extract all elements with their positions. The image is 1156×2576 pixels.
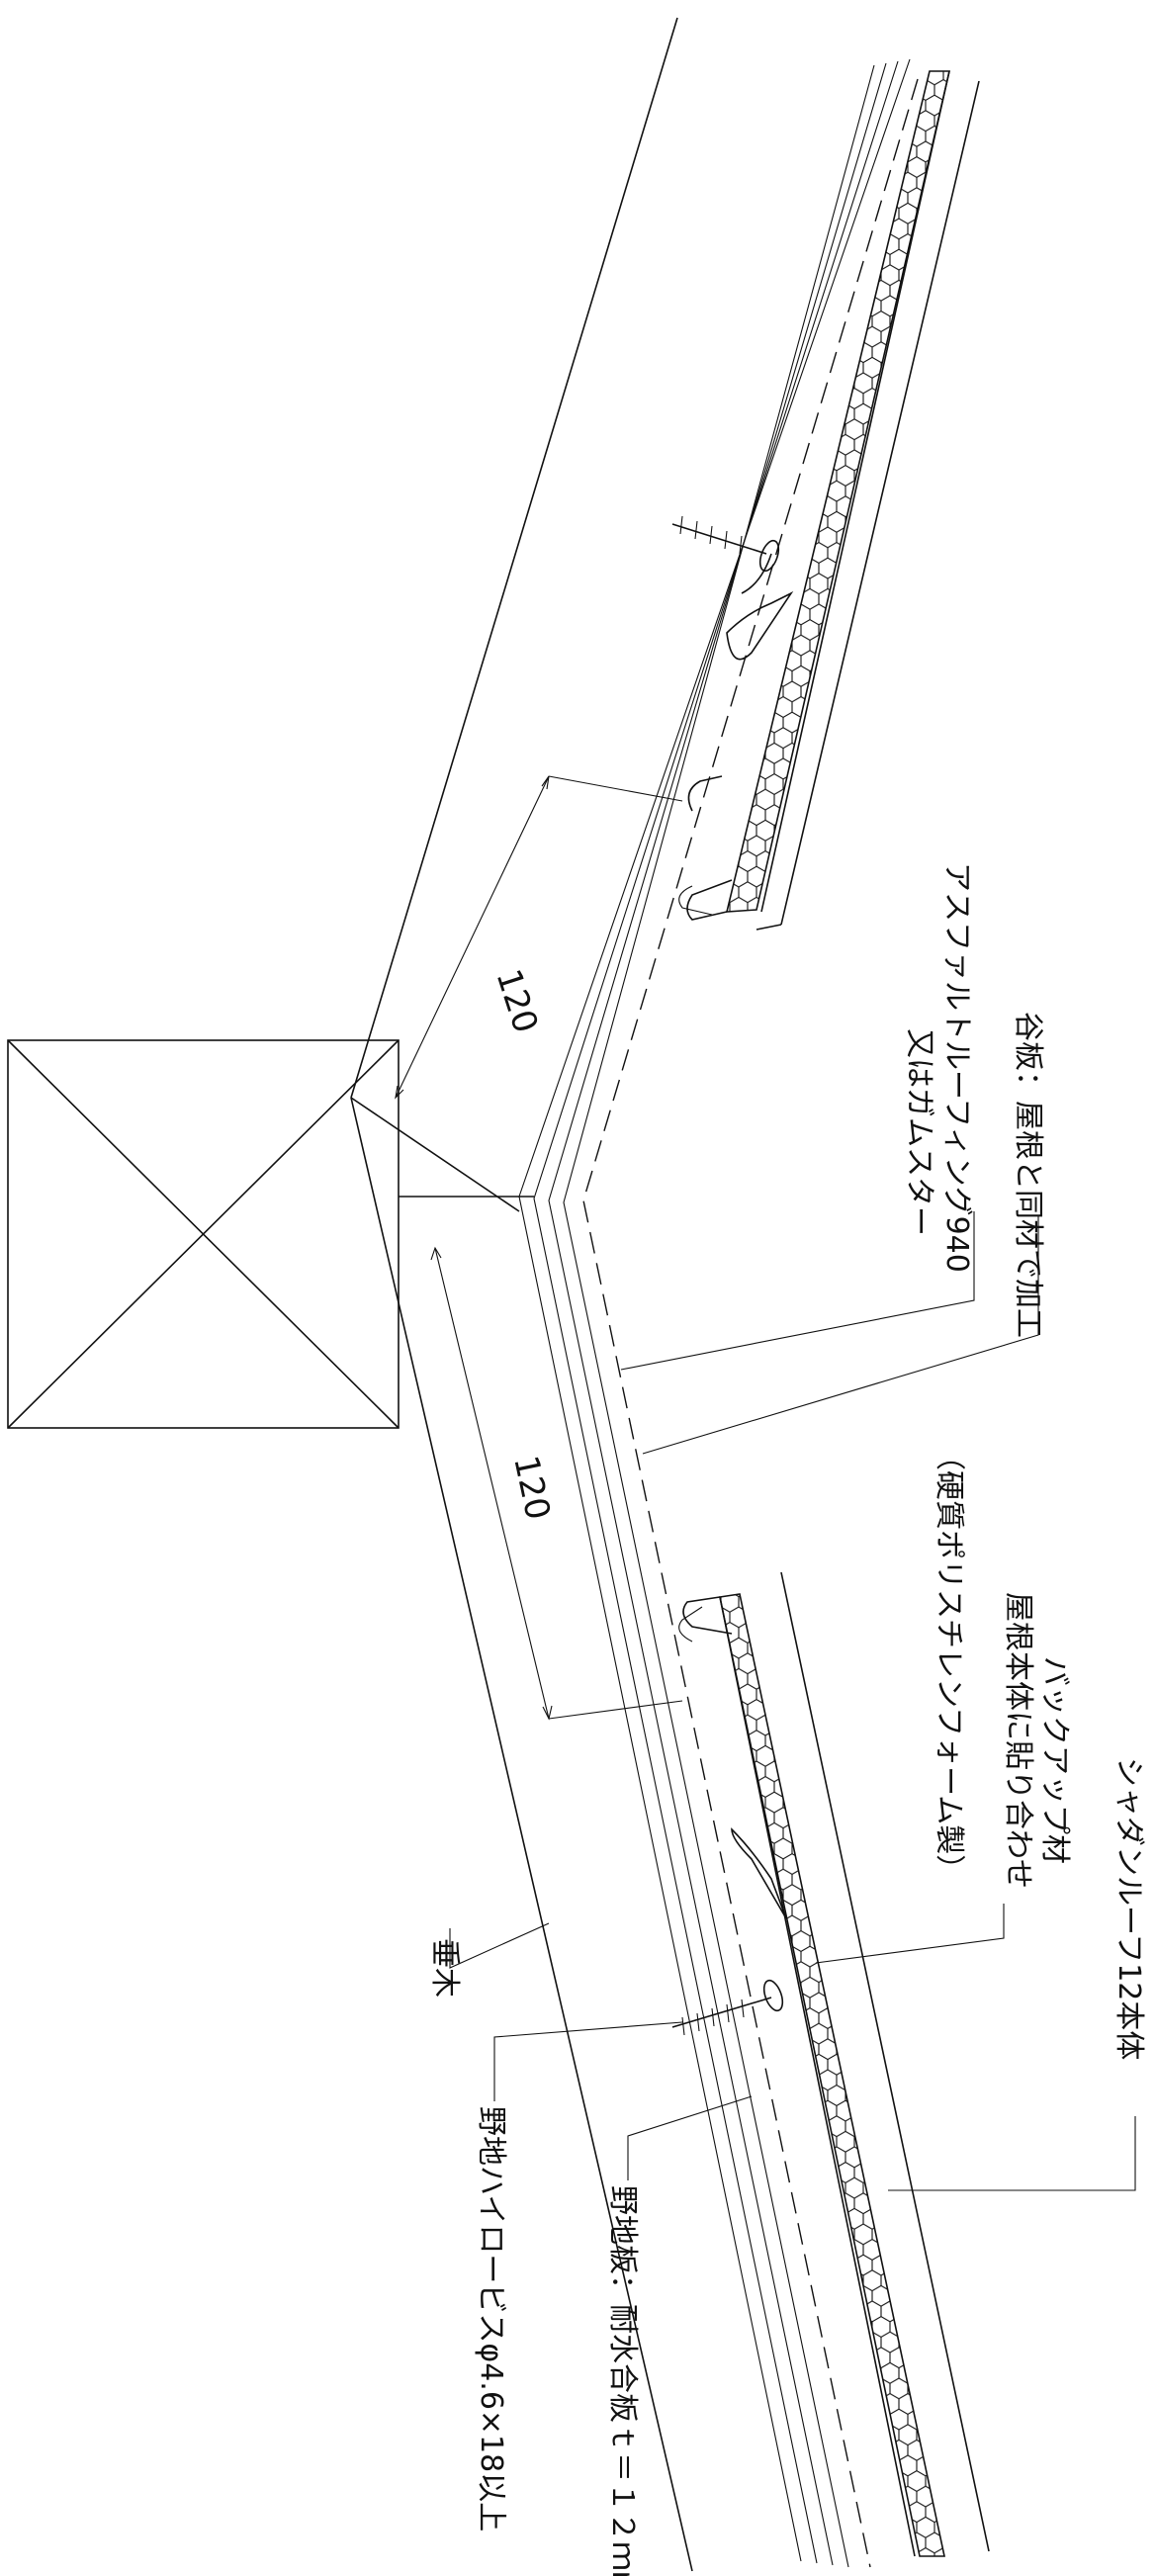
rafter-outline: [350, 17, 693, 2572]
label-backup-bonded: 屋根本体に貼り合わせ: [1001, 1592, 1035, 1889]
label-screw: 野地ハイロービスφ4.6×18以上: [474, 2106, 508, 2532]
dimension-upper: [395, 775, 683, 1100]
roofing-layers: [518, 58, 919, 2568]
lower-backup-foam: [719, 1593, 945, 2557]
upper-backup-foam: [725, 70, 951, 913]
label-valley-plate: 谷板：屋根と同材で加工: [1011, 1012, 1045, 1338]
label-asphalt-roofing: アスファルトルーフィング940: [939, 862, 974, 1273]
upper-screw: [671, 515, 780, 573]
lower-screw: [671, 1979, 784, 2036]
label-sheathing: 野地板：耐水合板ｔ＝１２ｍｍ以上: [605, 2185, 640, 2576]
label-rafter: 垂木: [427, 1938, 462, 1998]
label-backup-polystyrene: （硬質ポリスチレンフォーム製）: [932, 1441, 966, 1884]
label-asphalt-alt: 又はガムスター: [902, 1028, 936, 1236]
ridge-beam: [7, 1039, 534, 1429]
upper-roof-panel: [678, 70, 980, 931]
leader-lines: [449, 1211, 1136, 2191]
label-shadan-roof: シャダンルーフ12本体: [1112, 1757, 1146, 2060]
lower-roof-panel: [678, 1571, 990, 2557]
dimension-lower: [430, 1246, 683, 1721]
dimension-label-lower: 120: [505, 1453, 558, 1524]
label-backup-material: バックアップ材: [1037, 1656, 1072, 1864]
dimension-label-upper: 120: [488, 964, 545, 1037]
